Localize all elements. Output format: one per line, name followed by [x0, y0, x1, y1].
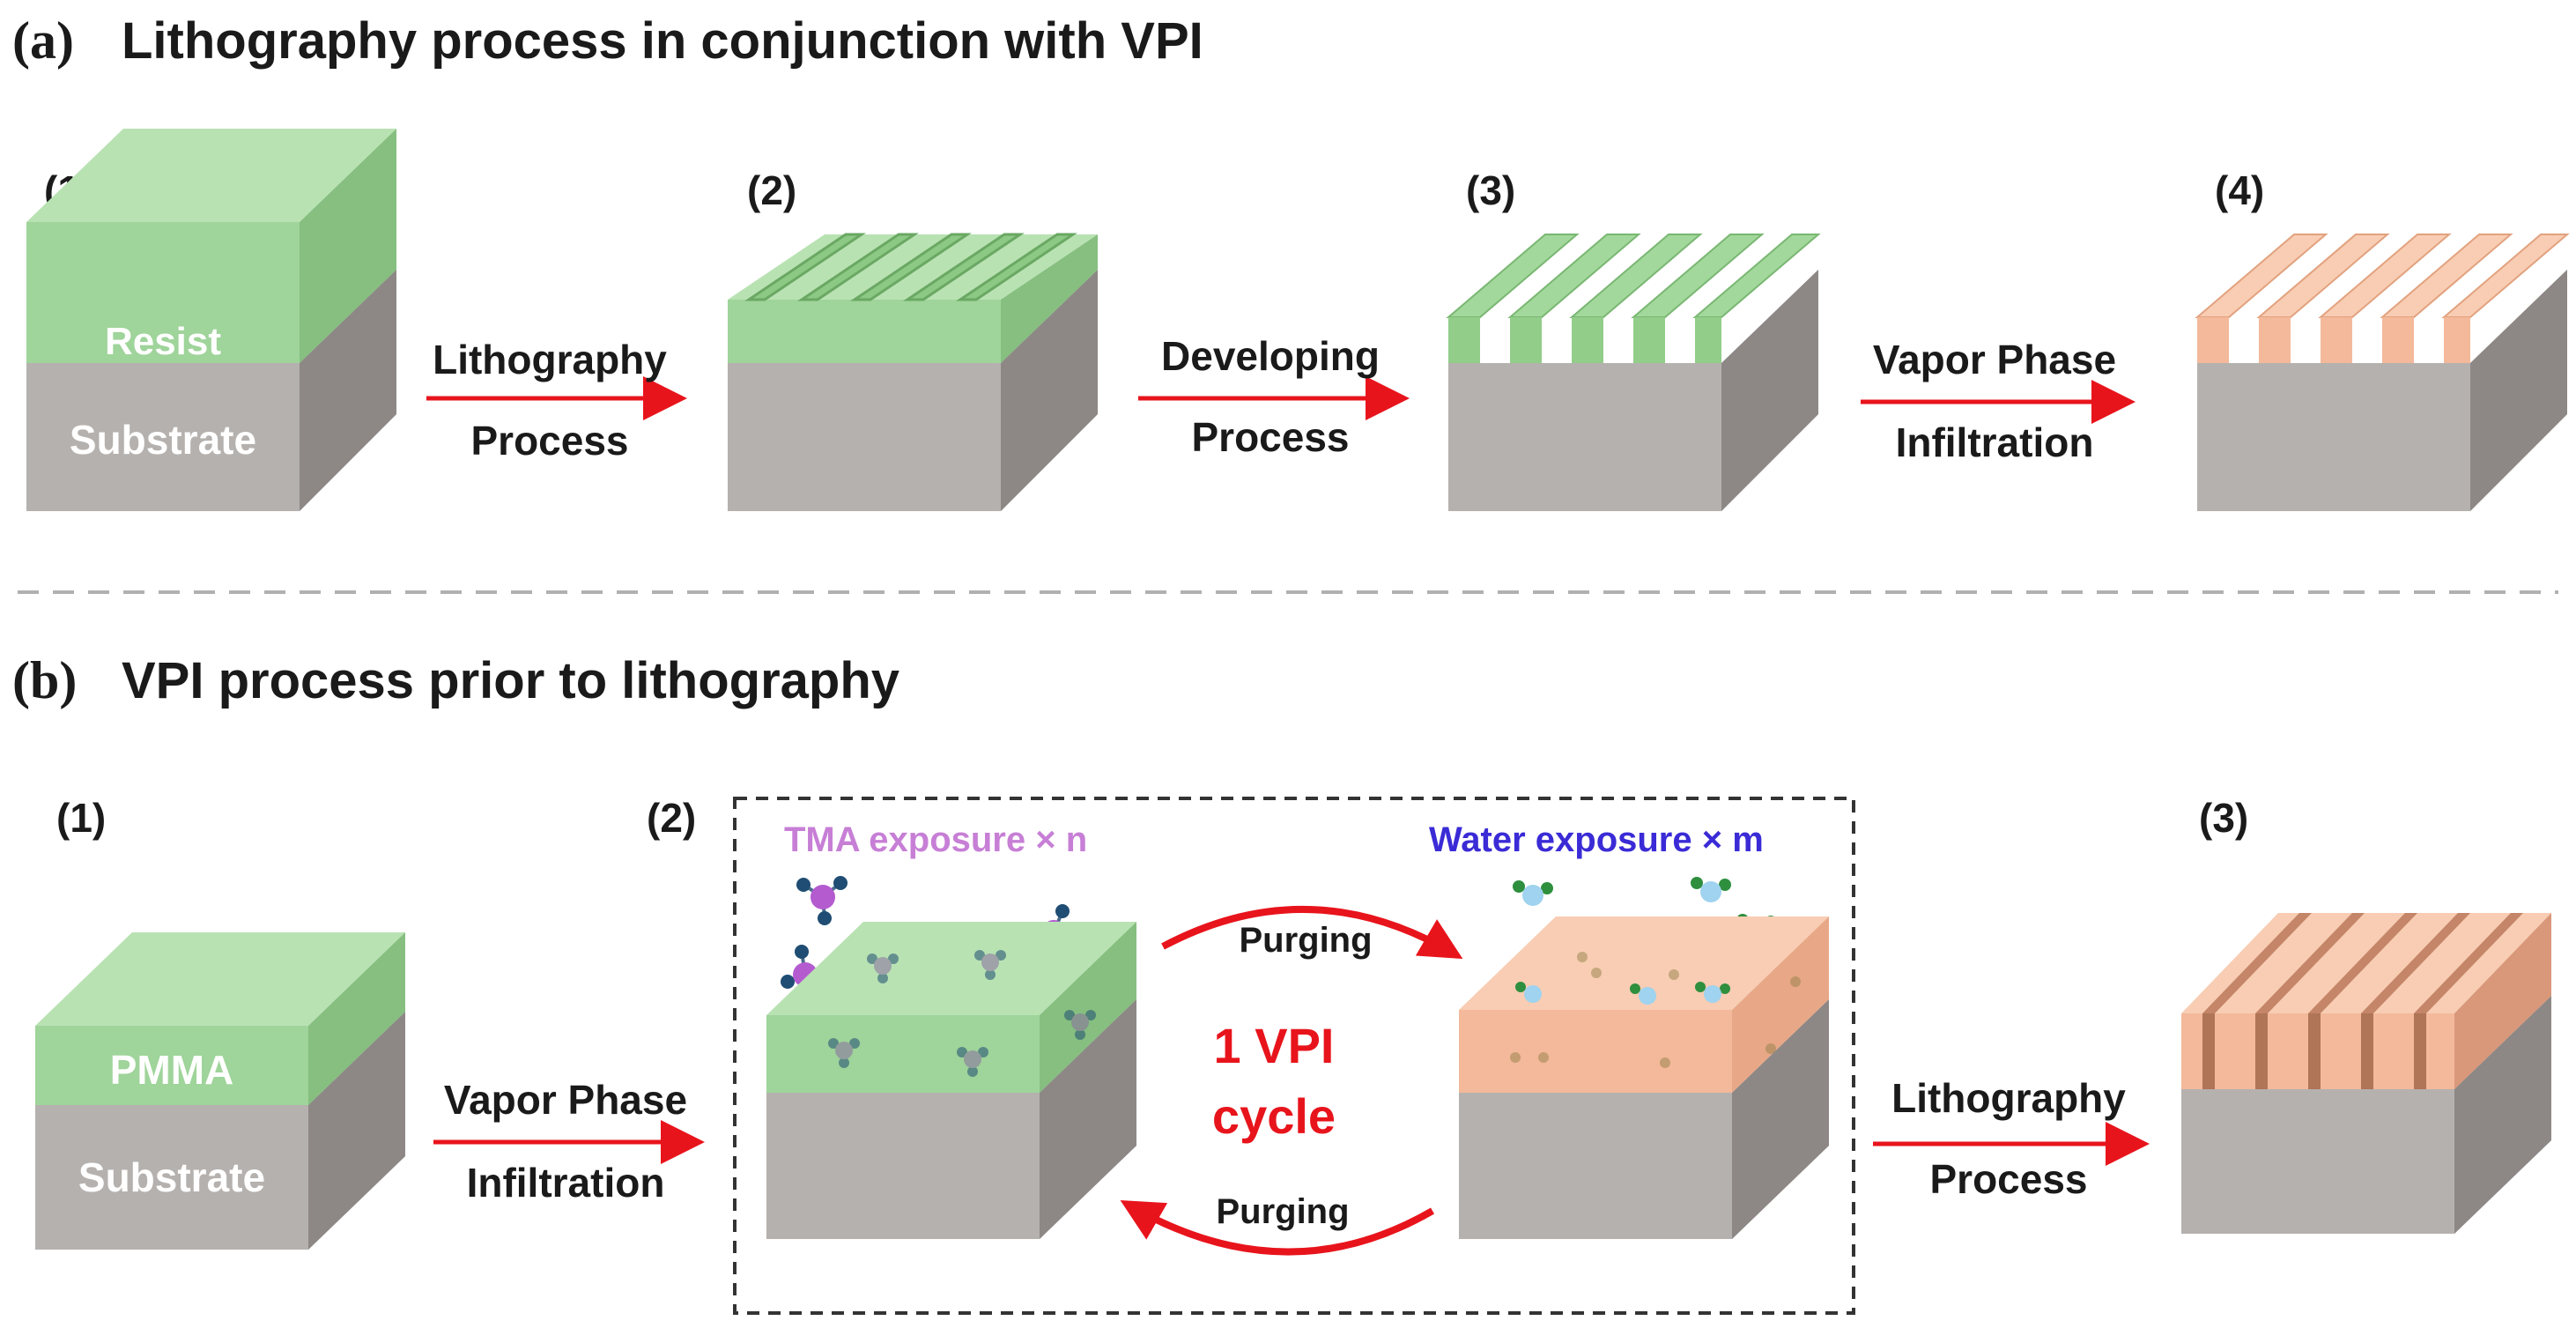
purging-arrow-bottom — [1120, 1200, 1435, 1256]
panel-a-resist-label: Resist — [105, 320, 221, 363]
panel-b-title: VPI process prior to lithography — [122, 652, 899, 709]
panel-a-step-4-number: (4) — [2215, 167, 2264, 213]
purging-top-label: Purging — [1239, 921, 1372, 960]
panel-a-arrow-3-line2: Infiltration — [1896, 419, 2094, 465]
panel-a-substrate-label: Substrate — [70, 417, 256, 463]
panel-a-block-2 — [728, 233, 1098, 511]
panel-b-arrow-2-line2: Process — [1929, 1156, 2087, 1202]
panel-a-block-4 — [2195, 234, 2570, 511]
panel-b-block-2-tma — [766, 922, 1136, 1239]
panel-a-arrow-3: Vapor Phase Infiltration — [1861, 337, 2136, 465]
panel-b-step-3-number: (3) — [2199, 795, 2248, 841]
panel-a-arrow-2: Developing Process — [1138, 333, 1410, 460]
panel-a-arrow-1-line2: Process — [470, 418, 628, 464]
purging-arrow-top — [1161, 906, 1463, 960]
panel-a-letter: (a) — [12, 11, 74, 70]
purging-bottom-label: Purging — [1216, 1192, 1349, 1231]
panel-a-arrow-3-line1: Vapor Phase — [1873, 337, 2116, 382]
vpi-cycle-box — [733, 797, 1855, 1315]
water-exposure-label: Water exposure × m — [1429, 820, 1764, 859]
panel-b-step-1-number: (1) — [56, 795, 106, 841]
panel-a-title: Lithography process in conjunction with … — [122, 12, 1203, 70]
panel-b-block-2-water — [1459, 916, 1829, 1239]
panel-a-arrow-1: Lithography Process — [426, 337, 687, 464]
panel-a-block-3 — [1446, 234, 1821, 511]
vpi-cycle-label-line1: 1 VPI — [1214, 1018, 1335, 1073]
tma-exposure-label: TMA exposure × n — [784, 820, 1087, 859]
panel-b-arrow-2: Lithography Process — [1873, 1075, 2150, 1202]
panel-a-arrow-1-line1: Lithography — [433, 337, 667, 382]
vpi-cycle-label-line2: cycle — [1212, 1088, 1336, 1144]
panel-b-step-2-number: (2) — [647, 795, 696, 841]
panel-b-arrow-1-line1: Vapor Phase — [444, 1077, 687, 1123]
panel-b-pmma-label: PMMA — [110, 1047, 234, 1093]
panel-a-arrow-2-line1: Developing — [1161, 333, 1380, 379]
panel-b-block-1: PMMA Substrate — [35, 932, 405, 1250]
panel-a-step-3-number: (3) — [1466, 167, 1515, 213]
panel-b-arrow-1-line2: Infiltration — [467, 1160, 665, 1206]
panel-a-step-2-number: (2) — [747, 167, 796, 213]
panel-b-arrow-2-line1: Lithography — [1891, 1075, 2126, 1121]
panel-b-block-3 — [2181, 913, 2551, 1234]
panel-a-arrow-2-line2: Process — [1191, 414, 1349, 460]
panel-b-letter: (b) — [12, 651, 77, 709]
panel-b-arrow-1: Vapor Phase Infiltration — [433, 1077, 705, 1206]
panel-b-substrate-label: Substrate — [78, 1154, 265, 1200]
panel-a-block-1: Resist Substrate — [26, 129, 396, 511]
